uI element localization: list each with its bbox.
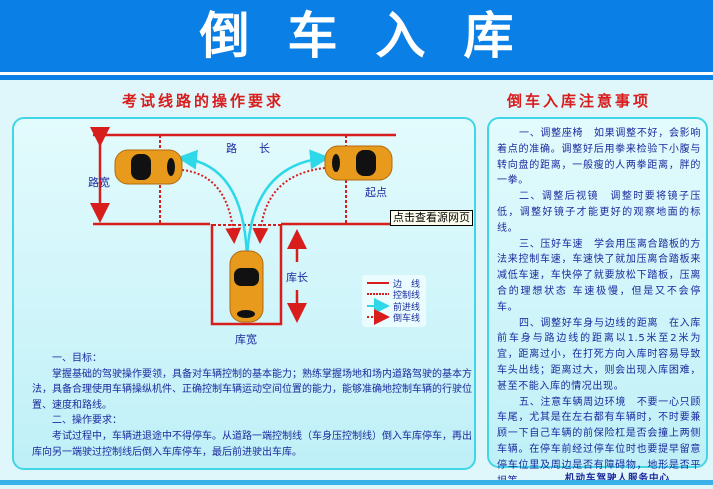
goal-heading: 一、目标： — [52, 353, 102, 364]
requirements-body: 考试过程中，车辆进退途中不得停车。从道路一端控制线（车身压控制线）倒入车库停车，… — [32, 430, 472, 458]
road-width-label: 路宽 — [88, 175, 110, 189]
requirements-heading: 二、操作要求： — [52, 415, 122, 427]
start-point-label: 起点 — [365, 186, 387, 199]
title-banner — [0, 0, 713, 72]
divider — [0, 75, 713, 80]
car-left-icon — [114, 149, 183, 185]
footer-org: 机动车驾驶人服务中心 — [565, 473, 671, 484]
bottom-strip — [0, 480, 713, 485]
requirements-text: 一、目标： 掌握基础的驾驶操作要领，具备对车辆控制的基本能力；熟练掌握场地和场内… — [32, 351, 472, 460]
view-source-tooltip[interactable]: 点击查看源网页 — [390, 210, 473, 226]
precaution-item: 三、压好车速 学会用压离合踏板的方法来控制车速，车速快了就加压离合踏板来减低车速… — [497, 238, 701, 313]
right-section-heading: 倒车入库注意事项 — [507, 92, 652, 110]
precaution-item: 一、调整座椅 如果调整不好，会影响着点的准确。调整好后用拳来检验下小腹与转向盘的… — [497, 128, 701, 187]
legend-label: 控制线 — [393, 289, 420, 301]
precautions-text: 一、调整座椅 如果调整不好，会影响着点的准确。调整好后用拳来检验下小腹与转向盘的… — [497, 126, 701, 489]
garage-length-label: 库长 — [286, 271, 308, 284]
legend: 边 线 控制线 前进线 倒车线 — [362, 275, 426, 327]
road-length-label: 路 长 — [226, 142, 270, 155]
car-garage-icon — [229, 250, 264, 323]
legend-label: 边 线 — [393, 278, 420, 290]
left-section-heading: 考试线路的操作要求 — [122, 92, 285, 110]
legend-label: 前进线 — [393, 301, 420, 313]
garage-width-label: 库宽 — [235, 332, 257, 346]
legend-label: 倒车线 — [393, 312, 420, 324]
precautions-panel — [487, 117, 708, 468]
car-right-icon — [324, 145, 393, 181]
goal-body: 掌握基础的驾驶操作要领，具备对车辆控制的基本能力；熟练掌握场地和场内道路驾驶的基… — [32, 368, 472, 411]
precaution-item: 四、调整好车身与边线的距离 在入库前车身与路边线的距离以1.5米至2米为宜，距离… — [497, 317, 701, 392]
page-title: 倒车入库 — [199, 7, 552, 65]
reverse-lines — [181, 167, 326, 244]
precaution-item: 二、调整后视镜 调整时要将镜子压低，调整好镜子才能更好的观察地面的标线。 — [497, 191, 701, 234]
divider — [0, 72, 713, 75]
control-lines — [159, 135, 347, 226]
